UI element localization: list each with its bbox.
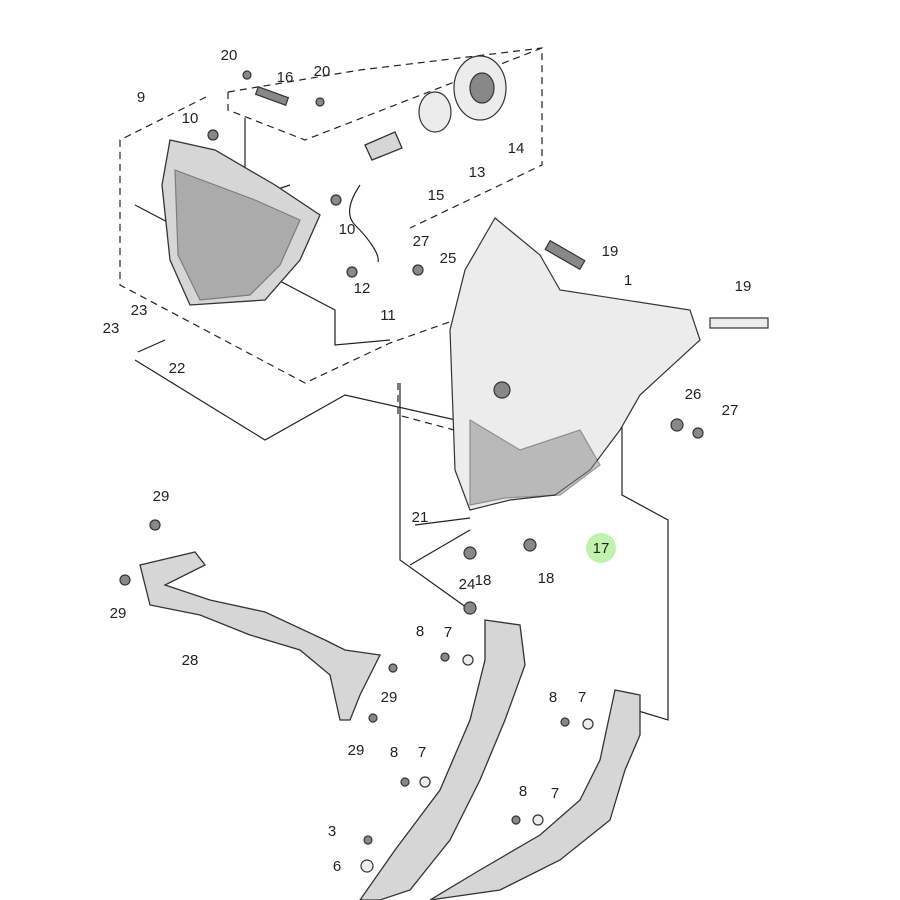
- callout-29[interactable]: 29: [381, 689, 398, 706]
- callout-23[interactable]: 23: [103, 320, 120, 337]
- bulb-retainer-ring: [418, 91, 452, 133]
- leader-line: [621, 425, 669, 721]
- callout-7[interactable]: 7: [444, 624, 452, 641]
- headlight-bracket: [139, 551, 381, 721]
- callout-highlight: [586, 533, 616, 563]
- callout-29[interactable]: 29: [110, 605, 127, 622]
- headlight-lens: [174, 169, 301, 301]
- callout-9[interactable]: 9: [137, 89, 145, 106]
- brand-emblem: [493, 381, 511, 399]
- lower-cowl-stay-left: [359, 619, 526, 900]
- callout-24[interactable]: 24: [459, 576, 476, 593]
- callout-3[interactable]: 3: [328, 823, 336, 840]
- headlight-group-outline: [119, 96, 456, 384]
- callout-8[interactable]: 8: [519, 783, 527, 800]
- fasteners: [119, 70, 704, 873]
- lower-cowl-stay-right: [429, 689, 641, 900]
- leader-line: [414, 517, 471, 526]
- leader-line: [134, 359, 501, 441]
- bulb-group-outline-b: [227, 47, 543, 93]
- callout-20[interactable]: 20: [221, 47, 238, 64]
- callout-21[interactable]: 21: [412, 509, 429, 526]
- callout-19[interactable]: 19: [735, 278, 752, 295]
- callout-12[interactable]: 12: [354, 280, 371, 297]
- callout-16[interactable]: 16: [277, 69, 294, 86]
- callout-14[interactable]: 14: [508, 140, 525, 157]
- callout-8[interactable]: 8: [416, 623, 424, 640]
- callout-27[interactable]: 27: [413, 233, 430, 250]
- callout-27[interactable]: 27: [722, 402, 739, 419]
- callout-18[interactable]: 18: [538, 570, 555, 587]
- callout-23[interactable]: 23: [131, 302, 148, 319]
- callout-6[interactable]: 6: [333, 858, 341, 875]
- front-cowl-inner: [469, 418, 601, 506]
- callout-7[interactable]: 7: [551, 785, 559, 802]
- callout-20[interactable]: 20: [314, 63, 331, 80]
- cowl-trim-strip: [544, 239, 586, 271]
- headlight-bulb-cover-center: [469, 72, 495, 104]
- wire-harness: [348, 184, 379, 263]
- trim-strip: [254, 85, 290, 107]
- callout-13[interactable]: 13: [469, 164, 486, 181]
- headlight-bulb: [364, 131, 403, 161]
- callout-26[interactable]: 26: [685, 386, 702, 403]
- callout-15[interactable]: 15: [428, 187, 445, 204]
- callout-22[interactable]: 22: [169, 360, 186, 377]
- callout-1[interactable]: 1: [624, 272, 632, 289]
- cowl-side-strip: [709, 317, 769, 329]
- callout-10[interactable]: 10: [339, 221, 356, 238]
- callout-25[interactable]: 25: [440, 250, 457, 267]
- leader-line: [399, 383, 471, 611]
- callout-8[interactable]: 8: [549, 689, 557, 706]
- callout-18[interactable]: 18: [475, 572, 492, 589]
- callout-8[interactable]: 8: [390, 744, 398, 761]
- callout-7[interactable]: 7: [578, 689, 586, 706]
- callout-29[interactable]: 29: [348, 742, 365, 759]
- callout-7[interactable]: 7: [418, 744, 426, 761]
- callout-10[interactable]: 10: [182, 110, 199, 127]
- callout-17[interactable]: 17: [593, 540, 610, 557]
- callout-28[interactable]: 28: [182, 652, 199, 669]
- bulb-group-outline: [227, 47, 543, 229]
- callout-19[interactable]: 19: [602, 243, 619, 260]
- callout-11[interactable]: 11: [380, 307, 396, 324]
- callout-29[interactable]: 29: [153, 488, 170, 505]
